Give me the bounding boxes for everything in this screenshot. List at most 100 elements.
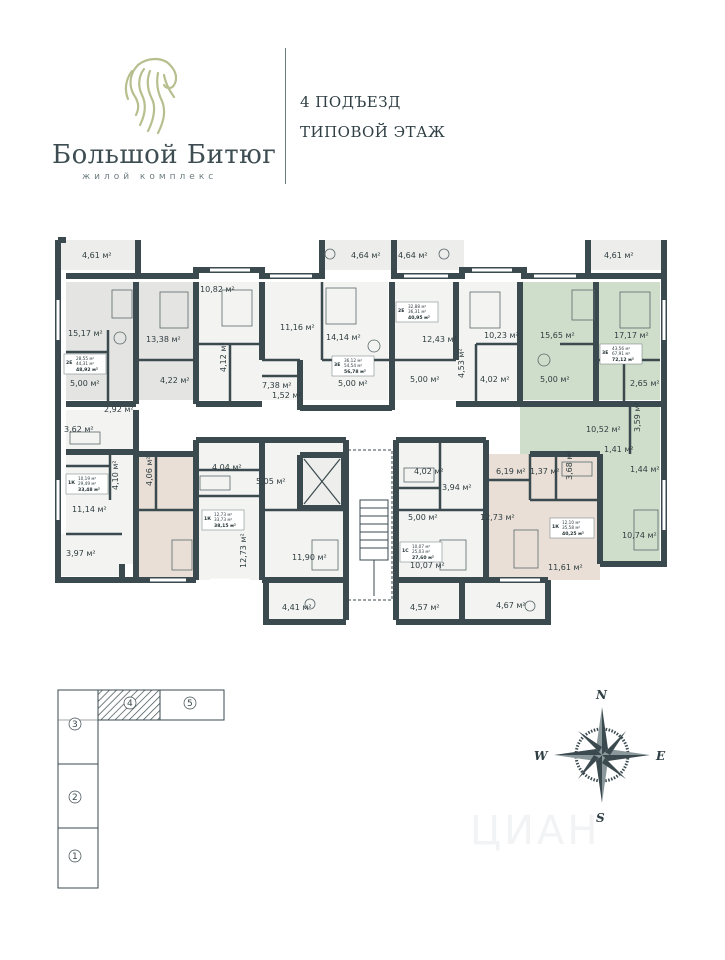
room-area: 5,00 м² bbox=[338, 379, 368, 388]
apartment-card: 2Е 32,88 м² 36,31 м² 40,95 м² bbox=[395, 301, 439, 323]
room-area: 10,74 м² bbox=[622, 531, 657, 540]
room-area: 4,06 м² bbox=[145, 456, 154, 486]
entrance-title: 4 ПОДЪЕЗД bbox=[300, 93, 401, 111]
room-area: 5,00 м² bbox=[540, 375, 570, 384]
room-area: 10,07 м² bbox=[410, 561, 445, 570]
room-area: 12,43 м² bbox=[422, 335, 457, 344]
room-area: 15,65 м² bbox=[540, 331, 575, 340]
svg-text:44,31 м²: 44,31 м² bbox=[76, 361, 94, 366]
compass-west: W bbox=[534, 749, 549, 763]
room-area: 4,61 м² bbox=[82, 251, 112, 260]
brand-tagline: жилой комплекс bbox=[82, 172, 218, 182]
room-area: 4,22 м² bbox=[160, 376, 190, 385]
room-area: 1,37 м² bbox=[530, 467, 560, 476]
room-area: 3,94 м² bbox=[442, 483, 472, 492]
room-area-labels: 4,61 м² 4,64 м² 4,64 м² 4,61 м² 15,17 м²… bbox=[64, 251, 660, 612]
svg-text:40,95 м²: 40,95 м² bbox=[408, 315, 430, 321]
room-area: 7,38 м² bbox=[262, 381, 292, 390]
room-area: 4,67 м² bbox=[496, 601, 526, 610]
room-area: 4,64 м² bbox=[351, 251, 381, 260]
svg-text:32,88 м²: 32,88 м² bbox=[408, 304, 426, 309]
room-area: 5,00 м² bbox=[70, 379, 100, 388]
floor-title: ТИПОВОЙ ЭТАЖ bbox=[300, 123, 446, 141]
apartment-card: 3Е 36,12 м² 54,54 м² 56,78 м² bbox=[331, 355, 375, 377]
apartment-card: 1К 12,73 м² 33,73 м² 38,15 м² bbox=[201, 509, 245, 531]
room-area: 12,73 м² bbox=[480, 513, 515, 522]
compass-south: S bbox=[596, 811, 605, 825]
room-area: 10,52 м² bbox=[586, 425, 621, 434]
svg-text:36,31 м²: 36,31 м² bbox=[408, 309, 426, 314]
brand-name: Большой Битюг bbox=[52, 140, 277, 170]
apartment-card: 2Е 28,55 м² 44,31 м² 48,92 м² bbox=[63, 353, 107, 375]
compass-north: N bbox=[595, 688, 608, 702]
svg-text:27,60 м²: 27,60 м² bbox=[412, 555, 434, 561]
section-label-current: 4 bbox=[127, 699, 133, 709]
compass-rose-icon bbox=[554, 707, 650, 803]
room-area: 3,68 м² bbox=[565, 450, 574, 480]
svg-text:36,12 м²: 36,12 м² bbox=[344, 358, 362, 363]
svg-text:3Е: 3Е bbox=[334, 362, 340, 368]
room-area: 4,57 м² bbox=[410, 603, 440, 612]
room-area: 4,04 м² bbox=[212, 463, 242, 472]
room-area: 11,90 м² bbox=[292, 553, 327, 562]
section-label: 3 bbox=[72, 720, 78, 730]
room-area: 10,82 м² bbox=[200, 285, 235, 294]
room-area: 5,00 м² bbox=[408, 513, 438, 522]
room-area: 1,44 м² bbox=[630, 465, 660, 474]
room-area: 1,41 м² bbox=[604, 445, 634, 454]
room-area: 5,00 м² bbox=[410, 375, 440, 384]
svg-text:1С: 1С bbox=[402, 548, 409, 554]
horse-logo-icon bbox=[124, 57, 178, 135]
svg-text:40,25 м²: 40,25 м² bbox=[562, 531, 584, 537]
svg-text:43,56 м²: 43,56 м² bbox=[612, 346, 630, 351]
room-area: 17,17 м² bbox=[614, 331, 649, 340]
room-area: 14,14 м² bbox=[326, 333, 361, 342]
compass-east: E bbox=[655, 749, 666, 763]
svg-text:2Е: 2Е bbox=[398, 308, 404, 314]
svg-text:29,49 м²: 29,49 м² bbox=[78, 481, 96, 486]
svg-text:3Е: 3Е bbox=[602, 350, 608, 356]
svg-text:1К: 1К bbox=[68, 480, 75, 486]
section-label: 2 bbox=[72, 793, 78, 803]
svg-text:10,07 м²: 10,07 м² bbox=[412, 544, 430, 549]
section-label: 1 bbox=[72, 852, 78, 862]
svg-text:2Е: 2Е bbox=[66, 360, 72, 366]
room-area: 5,05 м² bbox=[256, 477, 286, 486]
room-area: 6,19 м² bbox=[496, 467, 526, 476]
svg-text:1К: 1К bbox=[552, 524, 559, 530]
apartment-cards: 2Е 28,55 м² 44,31 м² 48,92 м² 2Е 32,88 м… bbox=[63, 301, 643, 563]
room-area: 4,41 м² bbox=[282, 603, 312, 612]
svg-text:25,03 м²: 25,03 м² bbox=[412, 549, 430, 554]
furniture bbox=[69, 248, 659, 612]
watermark: ЦИАН bbox=[470, 808, 601, 854]
windows bbox=[56, 268, 666, 582]
room-area: 4,12 м² bbox=[219, 342, 228, 372]
svg-text:56,78 м²: 56,78 м² bbox=[344, 369, 366, 375]
room-area: 12,73 м² bbox=[239, 533, 248, 568]
svg-text:35,58 м²: 35,58 м² bbox=[562, 525, 580, 530]
room-area: 2,92 м² bbox=[104, 405, 134, 414]
svg-text:48,92 м²: 48,92 м² bbox=[76, 367, 98, 373]
section-label: 5 bbox=[187, 699, 193, 709]
room-area: 1,52 м² bbox=[272, 391, 302, 400]
svg-text:10,19 м²: 10,19 м² bbox=[78, 476, 96, 481]
header-divider bbox=[285, 48, 286, 184]
apartment-card: 3Е 43,56 м² 67,91 м² 72,12 м² bbox=[599, 343, 643, 365]
svg-text:33,48 м²: 33,48 м² bbox=[78, 487, 100, 493]
svg-text:12,73 м²: 12,73 м² bbox=[214, 512, 232, 517]
room-area: 11,61 м² bbox=[548, 563, 583, 572]
room-area: 13,38 м² bbox=[146, 335, 181, 344]
svg-text:54,54 м²: 54,54 м² bbox=[344, 363, 362, 368]
room-area: 4,61 м² bbox=[604, 251, 634, 260]
room-area: 2,65 м² bbox=[630, 379, 660, 388]
svg-text:38,15 м²: 38,15 м² bbox=[214, 523, 236, 529]
room-area: 15,17 м² bbox=[68, 329, 103, 338]
room-area: 4,02 м² bbox=[480, 375, 510, 384]
key-plan: 3 2 1 4 5 bbox=[57, 689, 225, 889]
svg-text:33,73 м²: 33,73 м² bbox=[214, 517, 232, 522]
room-area: 3,97 м² bbox=[66, 549, 96, 558]
apartment-card: 1К 10,19 м² 29,49 м² 33,48 м² bbox=[65, 473, 109, 495]
room-area: 11,16 м² bbox=[280, 323, 315, 332]
partitions bbox=[66, 282, 660, 536]
